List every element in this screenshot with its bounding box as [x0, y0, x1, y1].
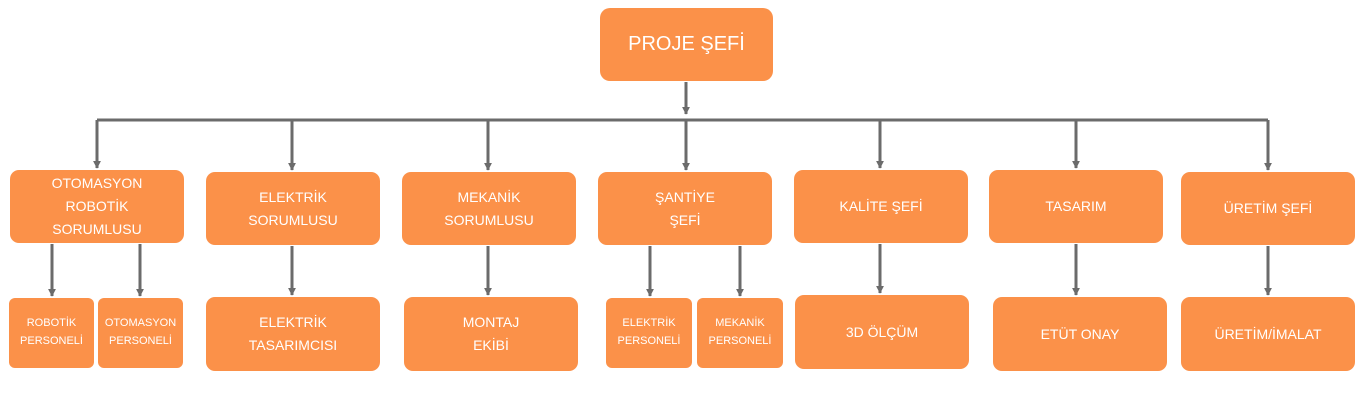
node-robotik-personeli: ROBOTİK PERSONELİ: [9, 298, 94, 368]
node-otomasyon-robotik-sorumlusu: OTOMASYON ROBOTİK SORUMLUSU: [10, 170, 184, 243]
node-otomasyon-personeli: OTOMASYON PERSONELİ: [98, 298, 183, 368]
node-elektrik-sorumlusu: ELEKTRİK SORUMLUSU: [206, 172, 380, 245]
node-etut-onay: ETÜT ONAY: [993, 297, 1167, 371]
node-elektrik-personeli: ELEKTRİK PERSONELİ: [606, 298, 692, 368]
node-kalite-sefi: KALİTE ŞEFİ: [794, 170, 968, 243]
node-proje-sefi: PROJE ŞEFİ: [600, 8, 773, 81]
node-uretim-imalat: ÜRETİM/İMALAT: [1181, 297, 1355, 371]
node-elektrik-tasarimcisi: ELEKTRİK TASARIMCISI: [206, 297, 380, 371]
node-santiye-sefi: ŞANTİYE ŞEFİ: [598, 172, 772, 245]
node-3d-olcum: 3D ÖLÇÜM: [795, 295, 969, 369]
node-tasarim: TASARIM: [989, 170, 1163, 243]
node-mekanik-personeli: MEKANİK PERSONELİ: [697, 298, 783, 368]
node-montaj-ekibi: MONTAJ EKİBİ: [404, 297, 578, 371]
node-mekanik-sorumlusu: MEKANİK SORUMLUSU: [402, 172, 576, 245]
node-uretim-sefi: ÜRETİM ŞEFİ: [1181, 172, 1355, 245]
